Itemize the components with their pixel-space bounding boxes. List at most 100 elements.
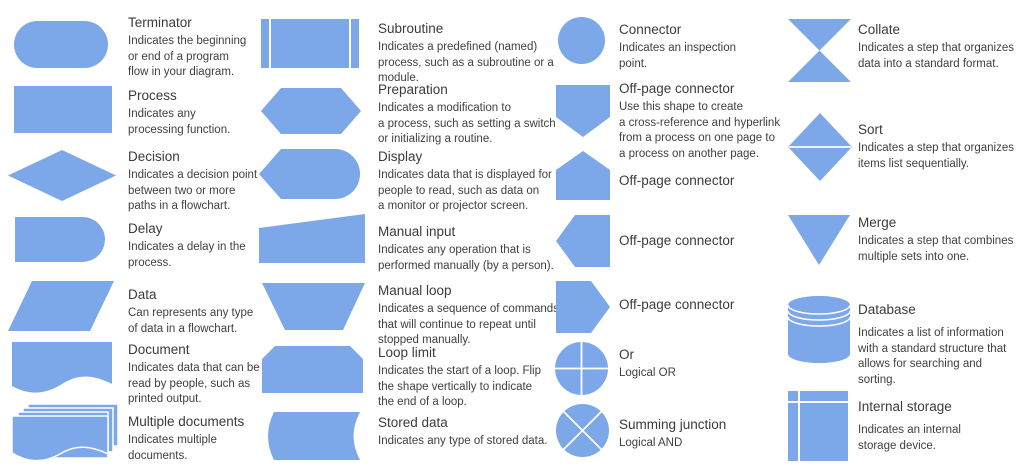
entry-description: Indicates an internal storage device. [858, 424, 961, 452]
legend-entry-manual-loop: Manual loop Indicates a sequence of comm… [378, 282, 578, 349]
entry-title: Delay [128, 221, 163, 236]
merge-icon [788, 215, 850, 265]
entry-title: Display [378, 149, 423, 164]
legend-entry-internal-storage: Internal storage Indicates an internal s… [858, 398, 1024, 454]
entry-description: Indicates a sequence of commands that wi… [378, 303, 559, 346]
entry-description: Indicates the start of a loop. Flip the … [378, 365, 542, 408]
legend-entry-manual-input: Manual input Indicates any operation tha… [378, 223, 578, 274]
delay-icon [15, 217, 105, 262]
entry-title: Manual input [378, 224, 456, 239]
legend-entry-multiple-documents: Multiple documents Indicates multiple do… [128, 413, 288, 464]
entry-description: Indicates a step that organizes data int… [858, 42, 1014, 70]
entry-description: Logical OR [619, 367, 676, 379]
entry-description: Indicates a step that organizes items li… [858, 142, 1014, 170]
entry-title: Connector [619, 22, 682, 37]
entry-title: Document [128, 342, 190, 357]
legend-entry-off-page-connector-up: Off-page connector [619, 172, 819, 189]
subroutine-icon [261, 19, 359, 68]
data-icon [8, 281, 114, 331]
legend-entry-stored-data: Stored data Indicates any type of stored… [378, 414, 578, 450]
terminator-icon [14, 21, 108, 68]
legend-entry-off-page-connector-left: Off-page connector [619, 232, 819, 249]
legend-entry-merge: Merge Indicates a step that combines mul… [858, 214, 1024, 265]
entry-title: Preparation [378, 82, 448, 97]
legend-entry-terminator: Terminator Indicates the beginning or en… [128, 14, 288, 81]
manual-input-icon [259, 214, 365, 263]
off-page-connector-up-icon [556, 151, 610, 200]
stored-data-icon [262, 412, 360, 460]
sort-icon [788, 113, 852, 181]
legend-entry-display: Display Indicates data that is displayed… [378, 148, 578, 215]
legend-entry-collate: Collate Indicates a step that organizes … [858, 21, 1024, 72]
loop-limit-icon [262, 346, 363, 393]
entry-title: Off-page connector [619, 173, 735, 188]
database-icon [788, 296, 850, 363]
entry-description: Indicates an inspection point. [619, 42, 736, 70]
entry-title: Off-page connector [619, 233, 735, 248]
entry-description: Indicates any processing function. [128, 108, 231, 136]
entry-title: Decision [128, 149, 180, 164]
entry-title: Terminator [128, 15, 192, 30]
entry-description: Indicates a list of information with a s… [858, 327, 1007, 386]
document-icon [12, 342, 112, 394]
entry-title: Summing junction [619, 417, 727, 432]
entry-title: Stored data [378, 415, 448, 430]
legend-entry-decision: Decision Indicates a decision point betw… [128, 148, 288, 215]
summing-junction-icon [556, 404, 609, 457]
entry-title: Off-page connector [619, 81, 735, 96]
entry-description: Indicates multiple documents. [128, 434, 217, 462]
entry-description: Indicates a delay in the process. [128, 241, 246, 269]
entry-title: Data [128, 287, 157, 302]
entry-title: Merge [858, 215, 897, 230]
entry-description: Indicates a modification to a process, s… [378, 102, 556, 145]
entry-description: Indicates the beginning or end of a prog… [128, 35, 247, 78]
display-icon [259, 149, 360, 199]
entry-description: Indicates data that can be read by peopl… [128, 362, 260, 405]
legend-entry-loop-limit: Loop limit Indicates the start of a loop… [378, 344, 578, 411]
entry-title: Internal storage [858, 399, 952, 414]
legend-entry-connector: Connector Indicates an inspection point. [619, 21, 789, 72]
entry-description: Indicates a predefined (named) process, … [378, 41, 554, 84]
entry-title: Off-page connector [619, 297, 735, 312]
legend-entry-document: Document Indicates data that can be read… [128, 341, 288, 408]
legend-entry-delay: Delay Indicates a delay in the process. [128, 220, 288, 271]
entry-description: Indicates data that is displayed for peo… [378, 169, 552, 212]
entry-title: Process [128, 88, 177, 103]
entry-title: Collate [858, 22, 901, 37]
off-page-connector-left-icon [556, 215, 610, 267]
legend-entry-or: Or Logical OR [619, 346, 789, 382]
legend-entry-off-page-connector: Off-page connector Use this shape to cre… [619, 80, 819, 162]
entry-title: Database [858, 302, 916, 317]
entry-description: Indicates a decision point between two o… [128, 169, 258, 212]
entry-title: Subroutine [378, 21, 444, 36]
legend-entry-subroutine: Subroutine Indicates a predefined (named… [378, 20, 578, 87]
or-icon [555, 342, 608, 395]
off-page-connector-right-icon [556, 281, 610, 333]
decision-icon [8, 150, 116, 201]
preparation-icon [261, 88, 361, 134]
legend-entry-off-page-connector-right: Off-page connector [619, 296, 819, 313]
legend-entry-data: Data Can represents any type of data in … [128, 286, 288, 337]
entry-title: Loop limit [378, 345, 436, 360]
legend-entry-process: Process Indicates any processing functio… [128, 87, 288, 138]
off-page-connector-down-icon [556, 85, 610, 137]
entry-title: Or [619, 347, 634, 362]
internal-storage-icon [788, 391, 848, 461]
legend-entry-database: Database Indicates a list of information… [858, 301, 1024, 388]
process-icon [14, 86, 112, 133]
entry-description: Indicates a step that combines multiple … [858, 235, 1014, 263]
entry-description: Logical AND [619, 437, 683, 449]
manual-loop-icon [262, 283, 365, 330]
entry-description: Can represents any type of data in a flo… [128, 307, 254, 335]
legend-entry-sort: Sort Indicates a step that organizes ite… [858, 121, 1024, 172]
entry-description: Indicates any type of stored data. [378, 435, 548, 447]
entry-title: Sort [858, 122, 883, 137]
connector-icon [558, 17, 605, 64]
collate-icon [788, 19, 851, 82]
entry-description: Indicates any operation that is performe… [378, 244, 554, 272]
legend-entry-preparation: Preparation Indicates a modification to … [378, 81, 578, 148]
multiple-documents-icon [12, 404, 118, 466]
legend-entry-summing-junction: Summing junction Logical AND [619, 416, 789, 452]
entry-title: Manual loop [378, 283, 452, 298]
